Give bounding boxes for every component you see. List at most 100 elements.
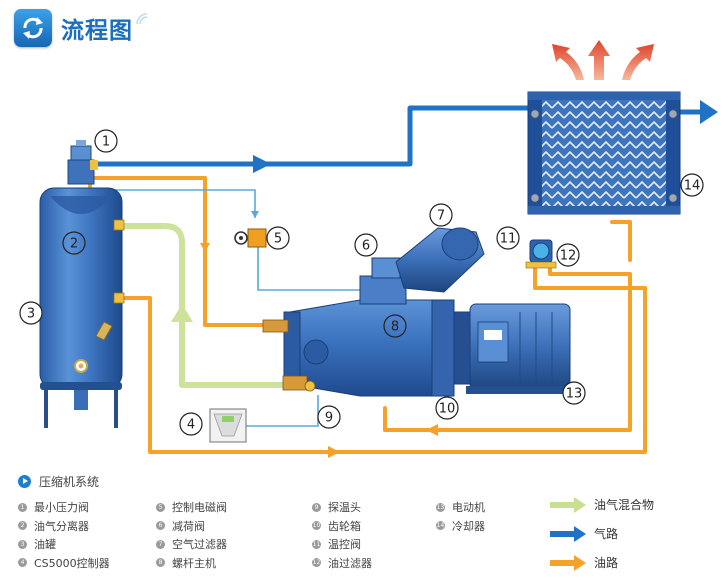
legend-bullet: 13: [436, 502, 445, 512]
flow-legend-item: 油路: [548, 548, 654, 577]
legend-label: 减荷阀: [172, 519, 205, 533]
legend-label: 油气分离器: [34, 519, 89, 533]
oil-arrow-feed: [200, 243, 210, 252]
legend-item: 8 螺杆主机: [156, 554, 227, 573]
header: 流程图: [14, 8, 149, 48]
callout-6: 6: [354, 233, 378, 257]
heat-arrow-center: [588, 40, 610, 80]
callout-1: 1: [94, 129, 118, 153]
callout-label: 6: [362, 239, 370, 254]
legend-label: 温控阀: [328, 538, 361, 552]
callout-label: 3: [27, 307, 35, 322]
legend-bullet: 10: [312, 521, 321, 531]
callout-label: 7: [437, 209, 445, 224]
gearbox: [431, 299, 471, 397]
heat-arrow-left: [552, 44, 584, 80]
legend-bullet: 2: [18, 521, 27, 531]
callout-label: 13: [566, 387, 583, 402]
flow-arrow-icon: [550, 525, 586, 542]
cooler: [527, 91, 681, 215]
legend-column-3: 9 探温头 10 齿轮箱 11 温控阀 12 油过滤器: [312, 498, 372, 572]
legend-bullet: 12: [312, 558, 321, 568]
air-arrow-exit: [700, 100, 718, 124]
callout-label: 4: [187, 418, 195, 433]
legend-label: 电动机: [452, 501, 485, 515]
callout-5: 5: [266, 226, 290, 250]
callout-12: 12: [556, 243, 580, 267]
callout-label: 12: [560, 249, 577, 264]
callout-14: 14: [680, 173, 704, 197]
callout-8: 8: [383, 314, 407, 338]
legend-label: 探温头: [328, 501, 361, 515]
legend-bullet: 5: [156, 502, 165, 512]
mix-arrow: [171, 304, 193, 322]
flow-legend: 油气混合物气路油路: [548, 490, 654, 577]
air-filter: [395, 227, 485, 293]
legend-bullet: 9: [312, 502, 321, 512]
callout-4: 4: [179, 412, 203, 436]
legend-label: CS5000控制器: [34, 556, 110, 570]
callout-label: 10: [439, 402, 456, 417]
callout-11: 11: [496, 226, 520, 250]
legend-bullet: 6: [156, 521, 165, 531]
legend-item: 6 减荷阀: [156, 517, 227, 536]
legend-label: 油过滤器: [328, 556, 372, 570]
callout-label: 1: [102, 135, 110, 150]
system-title: 压缩机系统: [18, 473, 99, 490]
oil-lines: [88, 176, 647, 454]
air-arrow-main: [253, 155, 271, 173]
screw-airend: [262, 257, 436, 397]
callout-label: 2: [70, 237, 78, 252]
control-arrow: [251, 211, 259, 218]
legend-bullet: 1: [18, 502, 27, 512]
legend-label: 最小压力阀: [34, 501, 89, 515]
legend-label: 螺杆主机: [172, 556, 216, 570]
controller: [209, 408, 247, 443]
oil-arrow-return: [426, 424, 438, 436]
legend-item: 2 油气分离器: [18, 517, 110, 536]
legend-label: 空气过滤器: [172, 538, 227, 552]
play-icon: [18, 475, 31, 488]
system-title-label: 压缩机系统: [39, 475, 100, 489]
callout-label: 9: [325, 411, 333, 426]
oil-filter: [525, 239, 557, 269]
flow-legend-item: 气路: [548, 519, 654, 548]
legend-column-4: 13 电动机 14 冷却器: [436, 498, 485, 535]
signal-icon: [136, 13, 148, 25]
legend-bullet: 14: [436, 521, 445, 531]
legend-item: 7 空气过滤器: [156, 535, 227, 554]
legend-bullet: 8: [156, 558, 165, 568]
legend-item: 9 探温头: [312, 498, 372, 517]
legend-item: 10 齿轮箱: [312, 517, 372, 536]
legend-label: 冷却器: [452, 519, 485, 533]
flow-arrow-icon: [550, 496, 586, 513]
legend-item: 11 温控阀: [312, 535, 372, 554]
solenoid-valve: [234, 228, 267, 248]
callout-label: 8: [391, 320, 399, 335]
legend-item: 1 最小压力阀: [18, 498, 110, 517]
flow-arrows: [171, 100, 718, 458]
callout-7: 7: [429, 203, 453, 227]
callout-10: 10: [435, 396, 459, 420]
legend-bullet: 4: [18, 558, 27, 568]
heat-arrow-right: [622, 44, 654, 80]
electric-motor: [466, 303, 576, 394]
heat-arrows: [552, 40, 654, 80]
legend-label: 油罐: [34, 538, 56, 552]
legend-item: 14 冷却器: [436, 517, 485, 536]
callout-9: 9: [317, 405, 341, 429]
legend-bullet: 7: [156, 539, 165, 549]
callout-2: 2: [62, 231, 86, 255]
separator-tank: [39, 187, 125, 428]
flow-legend-label: 气路: [594, 527, 619, 541]
legend-bullet: 11: [312, 539, 321, 549]
oil-arrow-bottom: [328, 446, 340, 458]
mix-line: [112, 223, 303, 388]
legend-label: 齿轮箱: [328, 519, 361, 533]
